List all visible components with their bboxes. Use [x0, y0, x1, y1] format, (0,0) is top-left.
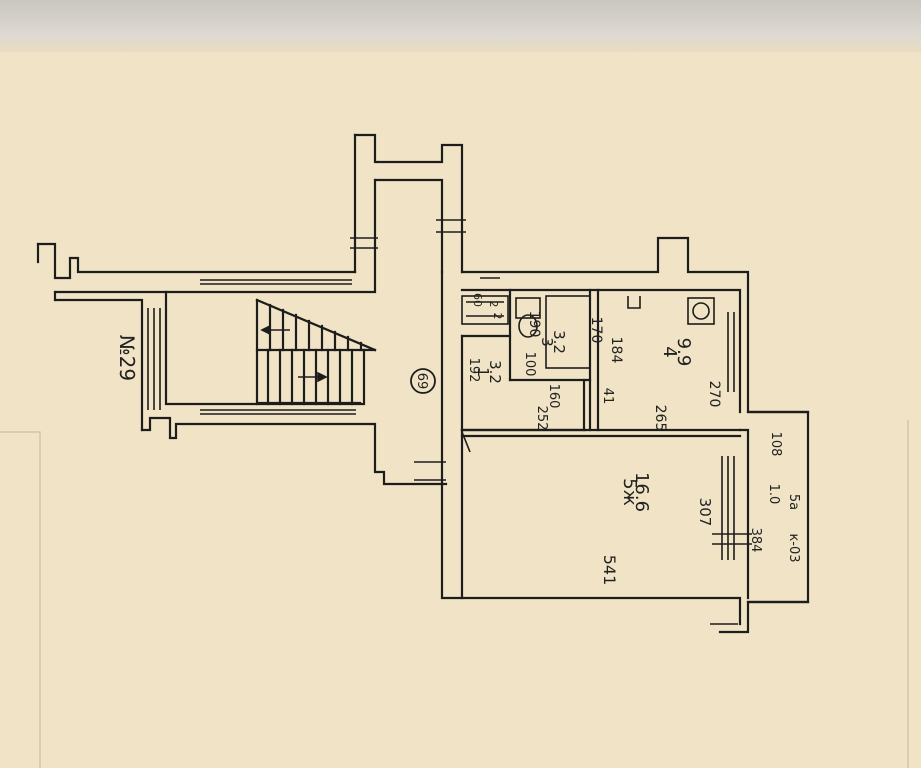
room-1-hall-dimension: 252	[534, 406, 549, 431]
toilet	[518, 314, 538, 338]
room-1-hall-dimension: 192	[466, 358, 481, 383]
room-5a-balcony-area: 1.0	[766, 484, 781, 505]
room-2-wc-number: 2	[487, 301, 500, 308]
sheet-frame	[0, 420, 909, 768]
room-5a-balcony-number: 5а	[786, 494, 801, 510]
bathtub	[545, 295, 591, 369]
room-2-wc-dimension: 60	[471, 293, 484, 307]
wc-shelf	[461, 295, 509, 325]
room-1-hall-dimension: 100	[522, 352, 537, 377]
room-3-bath-dimension: 190	[526, 311, 542, 338]
section-number: 69	[414, 373, 429, 390]
room-5a-balcony-dimension: к-03	[786, 533, 801, 562]
room-4-kitchen-dimension: 41	[600, 388, 615, 405]
room-5-living-number: 5ж	[619, 478, 640, 506]
room-5-living-dimension: 541	[600, 555, 619, 586]
room-4-kitchen-area: 9.9	[673, 338, 694, 367]
room-4-kitchen-dimension: 265	[652, 405, 668, 432]
room-3-bath-area: 3.2	[550, 330, 568, 354]
room-3-bath-dimension: 160	[546, 384, 561, 409]
room-3-bath-number: 3	[538, 337, 556, 347]
room-5a-balcony-dimension: 384	[748, 528, 763, 553]
stove	[687, 297, 715, 325]
stove-burner	[692, 302, 710, 320]
floor-label: №29	[115, 335, 139, 381]
fixtures	[461, 295, 715, 453]
section-marker	[410, 368, 436, 394]
room-1-hall-number: 1	[474, 367, 492, 377]
room-5-living-area: 16.6	[631, 472, 652, 512]
room-1-hall-area: 3.2	[486, 360, 504, 384]
wall-ticks	[350, 219, 752, 625]
sink	[515, 297, 541, 319]
room-3-bath-dimension: 170	[588, 317, 604, 344]
room-5-living-dimension: 307	[696, 498, 714, 527]
walls	[36, 133, 810, 634]
stair-arrows	[260, 324, 328, 383]
room-5a-balcony-dimension: 108	[768, 432, 783, 457]
room-2-wc-dimension: 2	[491, 313, 504, 320]
room-4-kitchen-number: 4	[659, 346, 680, 357]
room-4-kitchen-dimension: 184	[608, 337, 624, 364]
windows	[147, 277, 741, 560]
room-4-kitchen-dimension: 270	[706, 381, 722, 408]
scan-edge	[0, 0, 921, 52]
